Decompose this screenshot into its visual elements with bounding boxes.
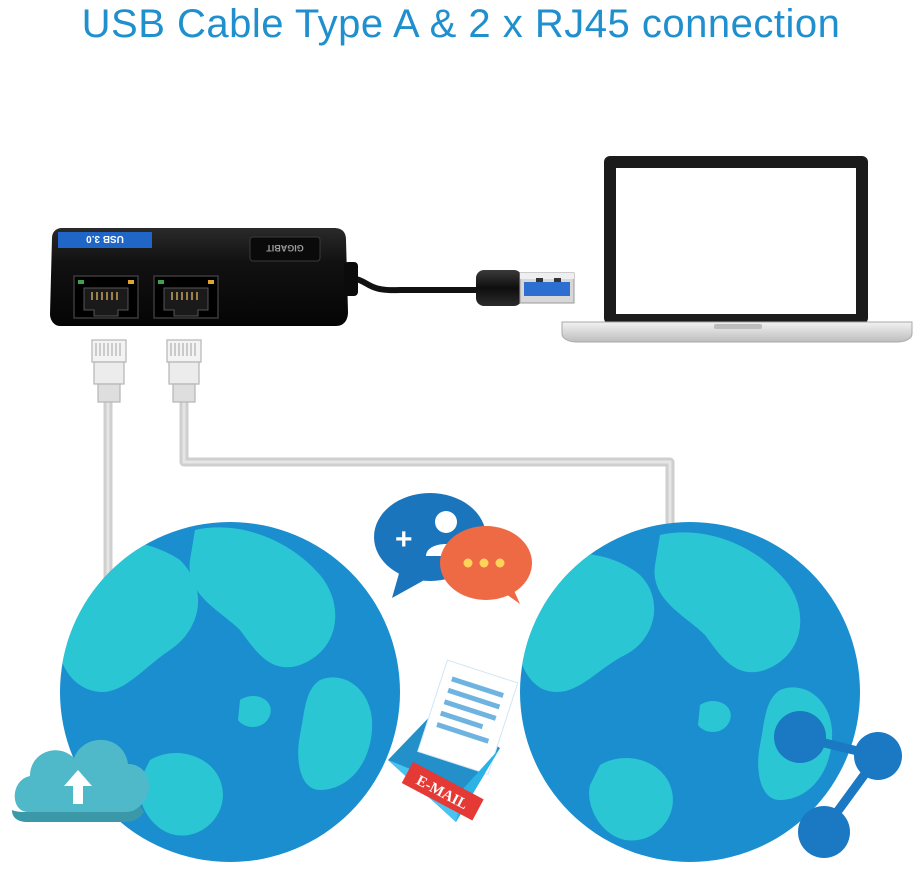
document-icon bbox=[417, 659, 519, 775]
ethernet-port bbox=[153, 275, 219, 319]
svg-text:+: + bbox=[395, 523, 413, 556]
brand-label: GIGABIT bbox=[266, 243, 304, 253]
upload-arrow-icon bbox=[64, 770, 92, 804]
usb-a-plug-icon bbox=[519, 272, 575, 304]
globe-icon bbox=[520, 522, 860, 862]
ethernet-port bbox=[73, 275, 139, 319]
globe-icon bbox=[60, 522, 400, 862]
usb-cable bbox=[339, 270, 575, 306]
usb-ethernet-adapter-icon: USB 3.0 GIGABIT bbox=[50, 228, 358, 326]
rj45-plug-icon bbox=[166, 339, 202, 403]
cloud-upload-icon bbox=[12, 739, 150, 822]
rj45-plug-icon bbox=[91, 339, 127, 403]
page-title: USB Cable Type A & 2 x RJ45 connection bbox=[81, 2, 841, 46]
chat-bubble-icon bbox=[440, 526, 532, 604]
email-icon: E-MAIL bbox=[388, 659, 519, 822]
laptop-icon bbox=[561, 156, 913, 343]
usb-badge-label: USB 3.0 bbox=[86, 233, 124, 244]
share-icon bbox=[774, 711, 902, 858]
